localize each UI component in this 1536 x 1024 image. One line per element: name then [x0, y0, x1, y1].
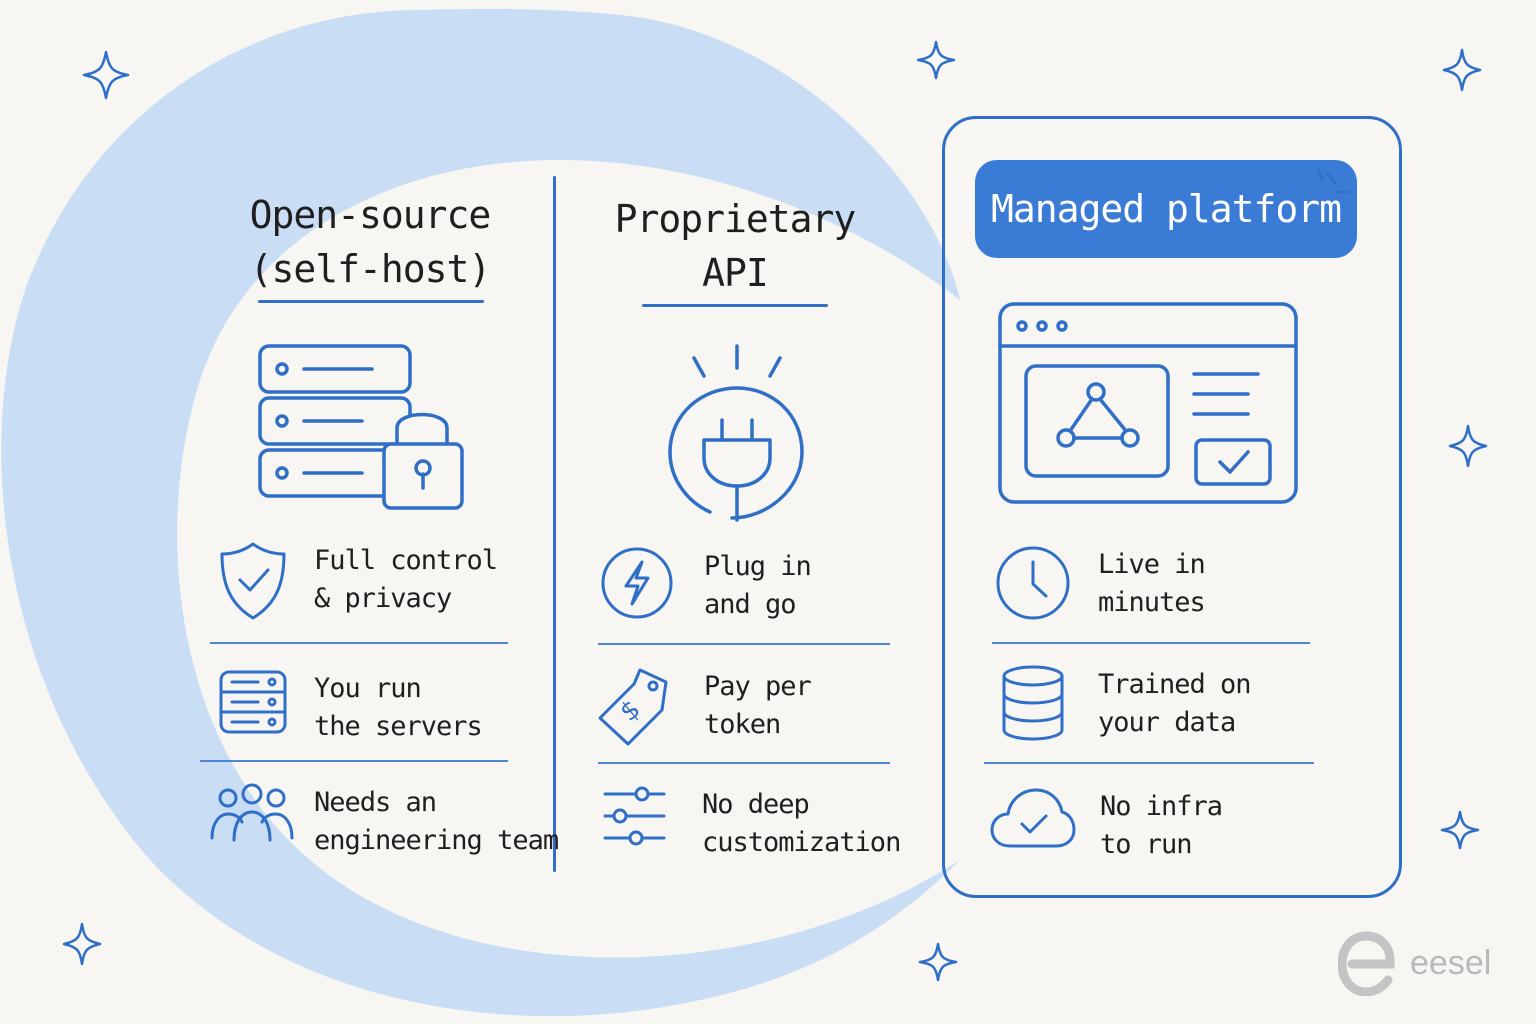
- highlight-marks: [1316, 166, 1350, 194]
- sparkle-icon: [82, 50, 130, 100]
- sparkle-icon: [916, 40, 956, 80]
- managed-platform-card: [942, 116, 1402, 898]
- cloud-check-icon: [990, 788, 1076, 848]
- feature-separator: [200, 760, 508, 762]
- title-underline: [642, 304, 828, 307]
- column-title-open-source: Open-source (self-host): [249, 193, 492, 291]
- feature-separator: [984, 762, 1314, 764]
- sparkle-icon: [1448, 424, 1488, 468]
- browser-window-icon: [998, 302, 1298, 504]
- feature-separator: [598, 643, 890, 645]
- brand-name: eesel: [1410, 944, 1492, 982]
- database-icon: [1002, 665, 1064, 741]
- sparkle-icon: [1440, 810, 1480, 850]
- column-divider: [553, 176, 556, 872]
- lightning-icon: [601, 547, 673, 619]
- eesel-logo-icon: [1338, 931, 1395, 996]
- server-lock-icon: [258, 344, 464, 510]
- column-title-proprietary: Proprietary API: [614, 197, 857, 295]
- shield-check-icon: [220, 542, 286, 620]
- feature-separator: [992, 642, 1310, 644]
- feature-separator: [598, 762, 890, 764]
- plug-icon: [668, 344, 804, 522]
- title-underline: [258, 300, 484, 303]
- background-blob: [1, 8, 960, 1017]
- sparkle-icon: [62, 922, 102, 966]
- team-icon: [210, 783, 294, 842]
- server-rack-icon: [219, 670, 287, 734]
- feature-separator: [210, 642, 508, 644]
- sliders-icon: [603, 786, 666, 846]
- price-tag-icon: $: [598, 668, 668, 746]
- column-title-managed: Managed platform: [975, 160, 1357, 258]
- sparkle-icon: [1442, 48, 1482, 92]
- sparkle-icon: [918, 942, 958, 982]
- clock-icon: [996, 546, 1070, 620]
